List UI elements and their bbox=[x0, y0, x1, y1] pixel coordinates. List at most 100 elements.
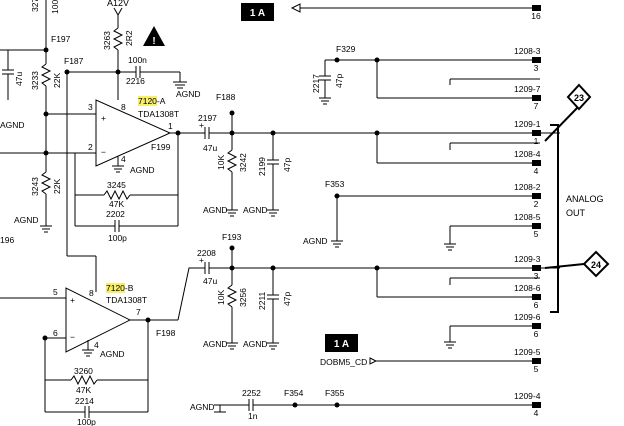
connector-pin-label: 1209-6 bbox=[514, 312, 541, 322]
svg-text:+: + bbox=[101, 113, 106, 123]
connector-pin-label: 1209-7 bbox=[514, 84, 541, 94]
opamp-b-pin-out: 7 bbox=[136, 307, 141, 317]
connector-pin-number: 7 bbox=[534, 101, 539, 111]
agnd-label-r3256: AGND bbox=[203, 339, 228, 349]
opamp-a-ref-prefix: 7120 bbox=[138, 96, 157, 106]
f329-label: F329 bbox=[336, 44, 356, 54]
net-arrow-icon bbox=[290, 3, 301, 13]
connector-pin-number: 6 bbox=[534, 300, 539, 310]
connector-pin-block bbox=[532, 193, 541, 199]
connector-pin-number: 2 bbox=[534, 199, 539, 209]
opamp-b-ref-suffix: -B bbox=[125, 283, 134, 293]
r3260-ref: 3260 bbox=[74, 366, 93, 376]
c47u-left-value: 47u bbox=[14, 72, 24, 86]
f188-label: F188 bbox=[216, 92, 236, 102]
f199-label: F199 bbox=[151, 142, 171, 152]
c2217-value: 47p bbox=[334, 74, 344, 88]
warning-icon: ! bbox=[143, 26, 165, 47]
connector-pin-block bbox=[532, 265, 541, 271]
capacitor-2214: 2214 100p bbox=[45, 396, 148, 426]
connector-pin-block bbox=[532, 95, 541, 101]
diamond-ref-24: 24 bbox=[582, 250, 610, 278]
testpoint-f354: F354 bbox=[284, 388, 304, 408]
agnd-label-r3243: AGND bbox=[14, 215, 39, 225]
dobm5-label: DOBM5_CD bbox=[320, 357, 367, 367]
top-right-net: 16 bbox=[290, 3, 541, 21]
svg-text:7120-B: 7120-B bbox=[106, 283, 134, 293]
svg-text:+: + bbox=[199, 255, 204, 265]
connector-pin-1208-2: 1208-2 2 bbox=[514, 182, 541, 209]
agnd-label-left-top: AGND bbox=[0, 120, 25, 130]
connector-pin-block bbox=[532, 130, 541, 136]
diamond-ref-23: 23 bbox=[566, 83, 592, 111]
opamp-b-pin-vcc: 8 bbox=[89, 288, 94, 298]
connector-pin-1208-5: 1208-55 bbox=[514, 212, 541, 239]
testpoint-f199: F199 bbox=[151, 130, 181, 152]
testpoint-f355: F355 bbox=[325, 388, 345, 408]
c2217-ref: 2217 bbox=[311, 74, 321, 93]
opamp-b-ref-prefix: 7120 bbox=[106, 283, 125, 293]
ground-opamp-b: AGND bbox=[82, 340, 125, 359]
r3233-ref: 3233 bbox=[30, 71, 40, 90]
connector-pin-block bbox=[532, 402, 541, 408]
svg-text:−: − bbox=[70, 332, 75, 342]
connector-pin-label: 1209-5 bbox=[514, 347, 541, 357]
f355-label: F355 bbox=[325, 388, 345, 398]
opamp-a-ref-suffix: -A bbox=[157, 96, 166, 106]
connector-pin-number: 3 bbox=[534, 271, 539, 281]
r3256-ref: 3256 bbox=[238, 288, 248, 307]
r327-partial: 327 bbox=[30, 0, 40, 12]
diamond-24-text: 24 bbox=[591, 260, 601, 270]
connector-pin-block bbox=[532, 160, 541, 166]
testpoint-f198: F198 bbox=[145, 317, 176, 338]
f197-label: F197 bbox=[51, 34, 71, 44]
agnd-label-c2252: AGND bbox=[190, 402, 215, 412]
svg-text:!: ! bbox=[152, 36, 155, 47]
testpoint-f188: F188 bbox=[216, 92, 236, 133]
opamp-a: + − 3 2 8 4 1 7120-A TDA1308T bbox=[88, 96, 179, 167]
svg-text:+: + bbox=[70, 295, 75, 305]
testpoint-f197: F197 bbox=[43, 34, 71, 53]
c2202-value: 100p bbox=[108, 233, 127, 243]
c2199-value: 47p bbox=[282, 158, 292, 172]
c100-partial: 100r bbox=[50, 0, 60, 14]
top-right-pin: 16 bbox=[531, 11, 541, 21]
connector-pin-1209-7: 1209-7 7 bbox=[514, 84, 541, 111]
connector-pin-label: 1208-4 bbox=[514, 149, 541, 159]
connector-pin-1208-6: 1208-6 6 bbox=[514, 283, 541, 310]
c2202-ref: 2202 bbox=[106, 209, 125, 219]
c2208-value: 47u bbox=[203, 276, 217, 286]
connector-pin-number: 5 bbox=[534, 229, 539, 239]
connector-pin-block bbox=[532, 294, 541, 300]
c2199-ref: 2199 bbox=[257, 157, 267, 176]
connector-pin-block bbox=[532, 223, 541, 229]
connector-pin-block bbox=[532, 57, 541, 63]
analog-out-line1: ANALOG bbox=[566, 194, 604, 204]
r3233-value: 22K bbox=[52, 73, 62, 88]
r3245-value: 47K bbox=[109, 199, 124, 209]
rail-arrow-icon bbox=[113, 7, 123, 17]
opamp-a-pin-out: 1 bbox=[168, 121, 173, 131]
connector-pin-1209-5: 1209-55 bbox=[514, 347, 541, 374]
ground-opamp-a: AGND bbox=[112, 156, 155, 175]
rail-a12v-label: A12V bbox=[107, 0, 129, 8]
f354-label: F354 bbox=[284, 388, 304, 398]
c2252-value: 1n bbox=[248, 411, 258, 421]
connector-pin-label: 1208-3 bbox=[514, 46, 541, 56]
resistor-3260: 3260 47K bbox=[70, 366, 98, 395]
r3263-ref: 3263 bbox=[102, 31, 112, 50]
c2208-ref: 2208 bbox=[197, 248, 216, 258]
r3263-value: 2R2 bbox=[124, 30, 134, 46]
opamp-b-pin-inv: 6 bbox=[53, 328, 58, 338]
connector-pin-block bbox=[532, 358, 541, 364]
connector-pin-label: 1208-6 bbox=[514, 283, 541, 293]
opamp-a-pin-inv: 2 bbox=[88, 142, 93, 152]
resistor-3263: 3263 2R2 bbox=[102, 20, 134, 56]
capacitor-47u-left: 47u AGND bbox=[0, 50, 25, 130]
connector-pin-label: 1208-2 bbox=[514, 182, 541, 192]
opamp-a-pin-gnd: 4 bbox=[121, 154, 126, 164]
connector-pin-1209-4: 1209-44 bbox=[514, 391, 541, 418]
c2211-value: 47p bbox=[282, 292, 292, 306]
r3242-value: 10K bbox=[216, 155, 226, 170]
svg-text:7120-A: 7120-A bbox=[138, 96, 166, 106]
